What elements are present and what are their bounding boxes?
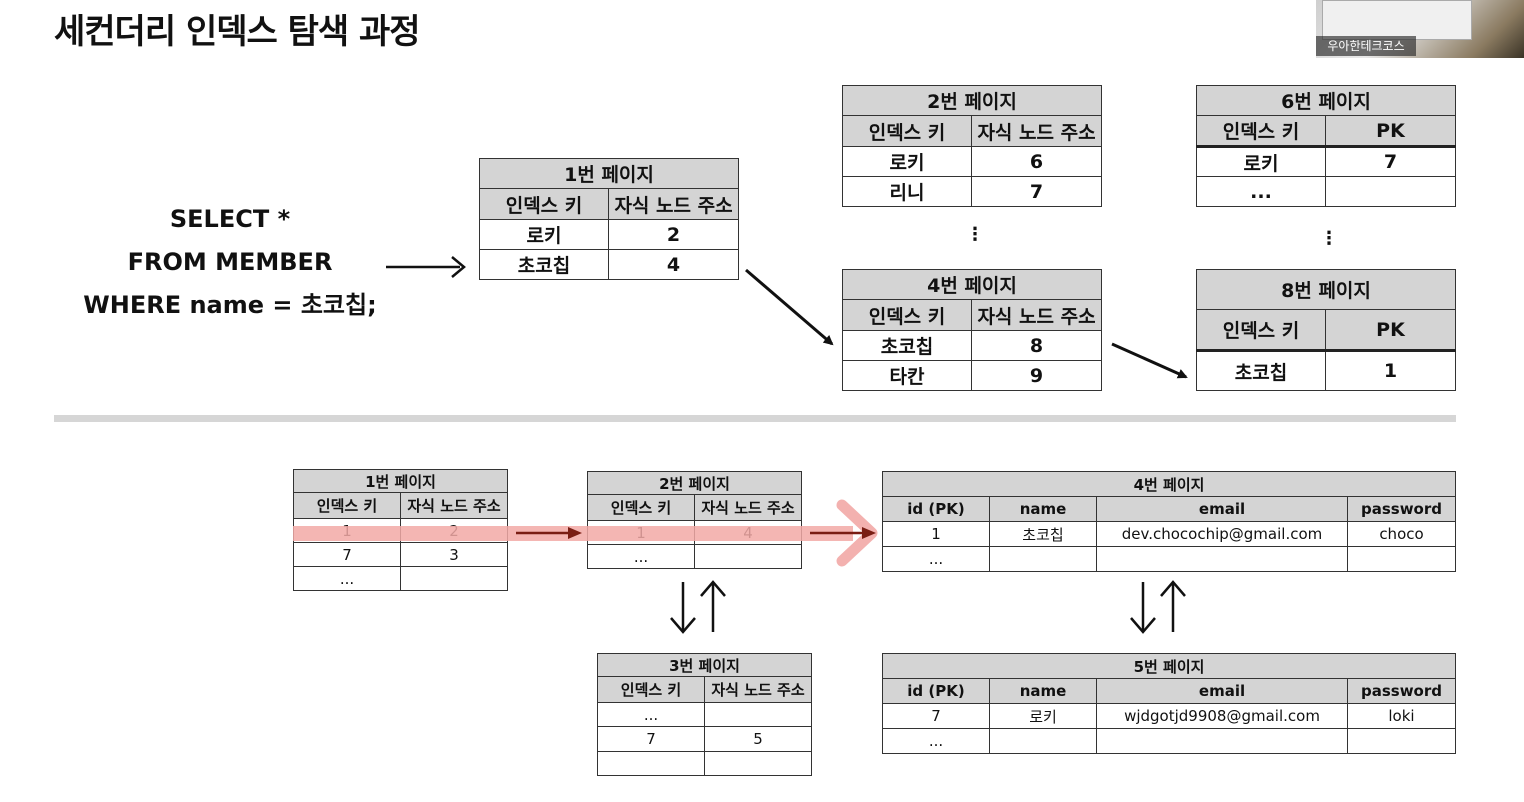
cell: 1 <box>882 521 990 547</box>
column-header: name <box>989 678 1097 704</box>
arrow-bottom-page2-to-page4 <box>810 527 876 539</box>
page-title: 1번 페이지 <box>478 158 740 189</box>
ellipsis-vertical: ⋮ <box>1320 228 1338 249</box>
arrow-page4-to-page8 <box>1111 342 1188 379</box>
cell: 5 <box>704 726 812 752</box>
cell: 로키 <box>842 146 972 177</box>
cell: 9 <box>970 360 1103 391</box>
column-header: password <box>1347 678 1456 704</box>
cell <box>704 702 812 727</box>
column-header: 자식 노드 주소 <box>970 299 1103 331</box>
cell <box>1096 546 1348 572</box>
column-header: email <box>1096 678 1348 704</box>
cell: ... <box>882 546 990 572</box>
cell: 초코칩 <box>1196 349 1326 391</box>
cell: 3 <box>400 542 508 567</box>
column-header: 자식 노드 주소 <box>607 188 740 220</box>
cell: dev.chocochip@gmail.com <box>1096 521 1348 547</box>
cell: 타칸 <box>842 360 972 391</box>
column-header: 인덱스 키 <box>842 299 972 331</box>
column-header: 자식 노드 주소 <box>400 492 508 519</box>
cell: ... <box>587 544 695 569</box>
column-header: password <box>1347 496 1456 522</box>
slide-title: 세컨더리 인덱스 탐색 과정 <box>54 12 421 52</box>
column-header: 인덱스 키 <box>1196 115 1326 147</box>
page-title: 3번 페이지 <box>597 653 812 677</box>
page-title: 8번 페이지 <box>1195 269 1457 310</box>
cell: wjdgotjd9908@gmail.com <box>1096 703 1348 729</box>
page-title: 4번 페이지 <box>841 269 1103 300</box>
arrow-bottom-page1-to-page2 <box>516 527 582 539</box>
cell: 7 <box>293 542 401 567</box>
column-header: PK <box>1324 115 1457 147</box>
cell <box>597 751 705 776</box>
column-header: id (PK) <box>882 496 990 522</box>
cell <box>989 728 1097 754</box>
section-divider <box>54 415 1456 422</box>
column-header: 인덱스 키 <box>479 188 609 220</box>
page-title: 4번 페이지 <box>882 471 1456 497</box>
column-header: 인덱스 키 <box>293 492 401 519</box>
column-header: PK <box>1324 309 1457 351</box>
cell: choco <box>1347 521 1456 547</box>
sql-line-where: WHERE name = 초코칩; <box>83 291 377 319</box>
sql-line-select: SELECT * <box>169 205 291 233</box>
cell <box>704 751 812 776</box>
cell <box>400 566 508 591</box>
arrows-page4-page5-bidirectional <box>1130 580 1186 634</box>
cell: ... <box>1196 176 1326 207</box>
page-title: 1번 페이지 <box>293 469 508 493</box>
ellipsis-vertical: ⋮ <box>966 224 984 245</box>
cell: ... <box>597 702 705 727</box>
bottom-page-2: 2번 페이지 인덱스 키자식 노드 주소 14 ... <box>587 471 802 569</box>
cell: ... <box>882 728 990 754</box>
cell: 7 <box>970 176 1103 207</box>
webcam-label: 우아한테크코스 <box>1316 36 1416 56</box>
cell: 로키 <box>479 219 609 250</box>
cell <box>1347 546 1456 572</box>
cell <box>1347 728 1456 754</box>
column-header: 자식 노드 주소 <box>970 115 1103 147</box>
column-header: 자식 노드 주소 <box>694 494 802 521</box>
column-header: 인덱스 키 <box>842 115 972 147</box>
column-header: id (PK) <box>882 678 990 704</box>
cell <box>1324 176 1457 207</box>
sql-line-from: FROM MEMBER <box>127 248 333 276</box>
sql-query: SELECT * FROM MEMBER WHERE name = 초코칩; <box>70 198 390 327</box>
cell: 초코칩 <box>479 249 609 280</box>
cell <box>694 544 802 569</box>
cell <box>1096 728 1348 754</box>
page-title: 6번 페이지 <box>1195 85 1457 116</box>
arrow-sql-to-page1 <box>386 256 466 278</box>
cell: 1 <box>1324 349 1457 391</box>
arrow-page1-to-page4 <box>745 268 834 346</box>
cell: 4 <box>607 249 740 280</box>
arrows-page2-page3-bidirectional <box>670 580 726 634</box>
